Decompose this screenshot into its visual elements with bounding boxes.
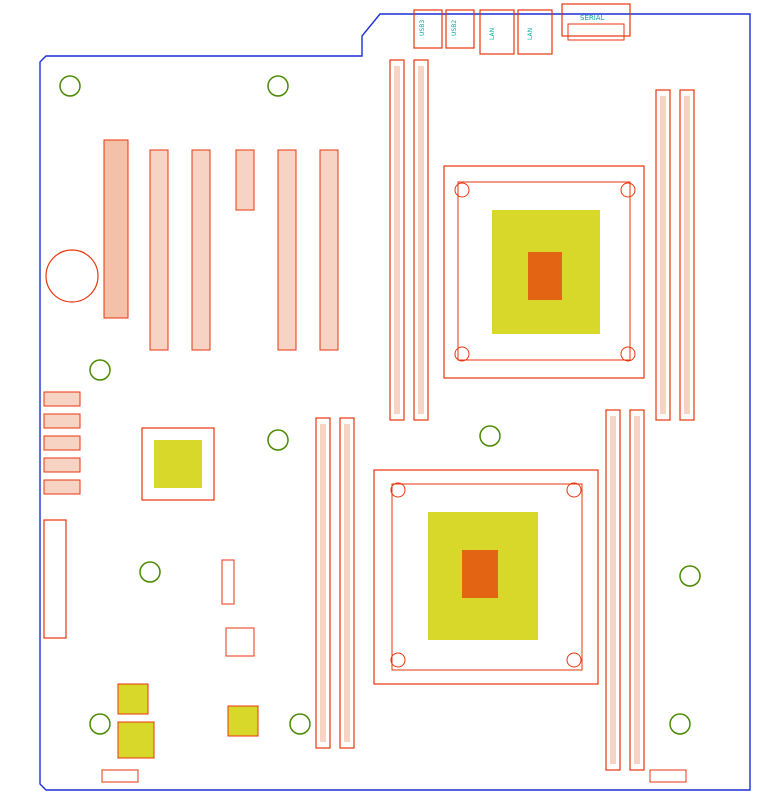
- pcie-slot-3: [235, 149, 255, 211]
- mount-hole-2: [267, 75, 289, 97]
- mount-hole-1: [59, 75, 81, 97]
- rear-io: USB3 USB2 LAN LAN SERIAL: [413, 3, 631, 55]
- rear-io-label-2: USB2: [451, 20, 458, 36]
- mount-hole-9: [289, 713, 311, 735]
- dimm-top-2: [413, 59, 429, 421]
- rear-io-label-5: SERIAL: [580, 14, 605, 22]
- dimm-lower-left-1: [315, 417, 331, 749]
- fan-header-2: [649, 769, 687, 783]
- mount-hole-8: [89, 713, 111, 735]
- dimm-right-2-inner: [684, 96, 690, 414]
- bmc-controller: [117, 721, 155, 759]
- ic-square-1: [225, 627, 255, 657]
- cpu-socket-1: [443, 165, 645, 379]
- rear-io-label-4: LAN: [527, 28, 534, 40]
- cpu1-mount-hole-4: [620, 346, 636, 362]
- dimm-slots: [315, 59, 695, 771]
- pcie-slot-4: [277, 149, 297, 351]
- rear-io-label-3: LAN: [489, 28, 496, 40]
- chipset-die: [154, 440, 202, 488]
- sata-port-1: [43, 391, 81, 407]
- sata-port-5: [43, 479, 81, 495]
- cpu2-mount-hole-2: [566, 482, 582, 498]
- cpu2-mount-hole-3: [390, 652, 406, 668]
- dimm-right-1: [655, 89, 671, 421]
- expansion-slots: [103, 139, 339, 351]
- pcie-slot-2: [191, 149, 211, 351]
- dimm-lower-left-2-inner: [344, 424, 350, 742]
- cpu1-center-cutout: [528, 252, 562, 300]
- dimm-lower-left-2: [339, 417, 355, 749]
- chipset-frame: [141, 427, 215, 501]
- fan-headers: [101, 769, 687, 783]
- rear-io-label-1: USB3: [419, 20, 426, 36]
- dimm-lower-right-1-inner: [610, 416, 616, 764]
- serial-connector: [561, 3, 631, 37]
- dimm-lower-right-1: [605, 409, 621, 771]
- fan-header-1: [101, 769, 139, 783]
- cpu1-mount-hole-1: [454, 182, 470, 198]
- ic-square-2: [227, 705, 259, 737]
- dimm-right-2: [679, 89, 695, 421]
- io-controller: [117, 683, 149, 715]
- dimm-top-1-inner: [394, 66, 400, 414]
- usb3-connector: [413, 9, 443, 49]
- mount-hole-3: [89, 359, 111, 381]
- lower-left-ics: [117, 559, 259, 759]
- cpu2-mount-hole-1: [390, 482, 406, 498]
- pcie-slot-1: [149, 149, 169, 351]
- cpu1-mount-hole-2: [620, 182, 636, 198]
- cpu1-mount-hole-3: [454, 346, 470, 362]
- cpu-socket-2: [373, 469, 599, 685]
- cmos-battery: [45, 249, 99, 303]
- slot-long: [103, 139, 129, 319]
- mount-hole-4: [267, 429, 289, 451]
- mounting-holes: [59, 75, 701, 735]
- cpu2-outer-frame: [373, 469, 599, 685]
- mount-hole-5: [479, 425, 501, 447]
- mount-hole-10: [669, 713, 691, 735]
- dimm-top-1: [389, 59, 405, 421]
- cpu2-mount-hole-4: [566, 652, 582, 668]
- chipset: [141, 427, 215, 501]
- board-outline: [39, 13, 751, 791]
- power-connector-24pin: [43, 519, 67, 639]
- dimm-lower-right-2: [629, 409, 645, 771]
- mount-hole-6: [139, 561, 161, 583]
- cpu1-outer-frame: [443, 165, 645, 379]
- dimm-lower-left-1-inner: [320, 424, 326, 742]
- mount-hole-7: [679, 565, 701, 587]
- ic-vertical: [221, 559, 235, 605]
- sata-ports: [43, 391, 81, 495]
- sata-port-3: [43, 435, 81, 451]
- lan2-connector: [517, 9, 553, 55]
- sata-port-4: [43, 457, 81, 473]
- lan1-connector: [479, 9, 515, 55]
- cpu1-inner-frame: [457, 181, 631, 361]
- pcie-slot-5: [319, 149, 339, 351]
- dimm-right-1-inner: [660, 96, 666, 414]
- dimm-top-2-inner: [418, 66, 424, 414]
- sata-port-2: [43, 413, 81, 429]
- dimm-lower-right-2-inner: [634, 416, 640, 764]
- cpu2-center-cutout: [462, 550, 498, 598]
- serial-connector-body: [567, 23, 625, 41]
- usb2-connector: [445, 9, 475, 49]
- cpu2-inner-frame: [391, 483, 583, 671]
